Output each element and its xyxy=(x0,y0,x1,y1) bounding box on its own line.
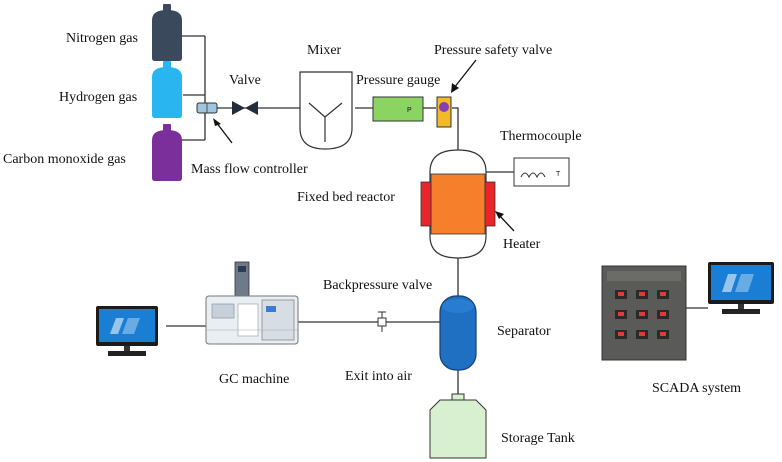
storage-tank xyxy=(429,393,487,459)
nitrogen-gas-label: Nitrogen gas xyxy=(66,31,138,46)
gc-machine-icon xyxy=(205,261,299,345)
thermocouple: T xyxy=(513,157,570,187)
mass-flow-controller-arrow xyxy=(213,118,233,144)
hydrogen-gas-label: Hydrogen gas xyxy=(59,90,137,105)
carbon-monoxide-cylinder xyxy=(152,124,182,181)
fixed-bed-reactor xyxy=(429,149,487,259)
exit-into-air-label: Exit into air xyxy=(345,369,412,384)
mass-flow-controller xyxy=(196,102,218,114)
heater xyxy=(420,181,496,227)
pressure-gauge-label: Pressure gauge xyxy=(356,73,440,88)
valve-label: Valve xyxy=(229,73,261,88)
pressure-safety-valve-label: Pressure safety valve xyxy=(434,43,552,58)
scada-system-label: SCADA system xyxy=(652,381,741,396)
scada-panel-icon xyxy=(601,265,687,361)
heater-arrow xyxy=(495,211,515,232)
nitrogen-cylinder xyxy=(152,4,182,61)
thermocouple-letter: T xyxy=(556,171,561,178)
hydrogen-cylinder xyxy=(152,61,182,118)
pressure-safety-valve xyxy=(436,96,452,128)
backpressure-valve xyxy=(377,311,387,332)
pressure-gauge-letter: P xyxy=(407,107,412,114)
mixer-label: Mixer xyxy=(307,43,342,58)
backpressure-valve-label: Backpressure valve xyxy=(323,278,432,293)
mass-flow-controller-label: Mass flow controller xyxy=(191,162,308,177)
storage-tank-label: Storage Tank xyxy=(501,431,575,446)
separator-vessel xyxy=(439,295,477,371)
fixed-bed-reactor-label: Fixed bed reactor xyxy=(297,190,395,205)
thermocouple-label: Thermocouple xyxy=(500,129,582,144)
separator-label: Separator xyxy=(497,324,551,339)
gc-machine-label: GC machine xyxy=(219,372,289,387)
heater-label: Heater xyxy=(503,237,541,252)
pressure-safety-valve-arrow xyxy=(451,59,477,93)
mixer-vessel xyxy=(299,71,353,150)
desktop-computer-icon xyxy=(96,306,158,356)
valve-symbol xyxy=(232,101,258,115)
desktop-computer-icon-right xyxy=(708,262,774,314)
carbon-monoxide-gas-label: Carbon monoxide gas xyxy=(3,152,126,167)
pressure-gauge: P xyxy=(372,96,424,122)
